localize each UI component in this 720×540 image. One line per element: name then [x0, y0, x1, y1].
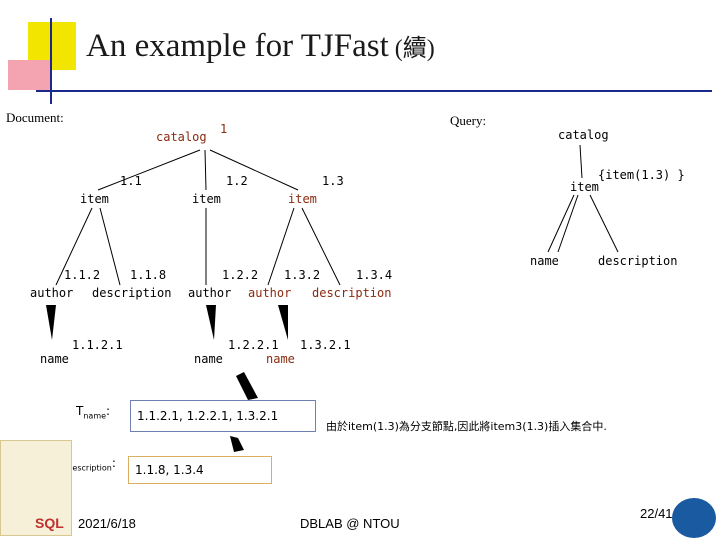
query-node-name: name [530, 254, 559, 268]
arrow-author-name-2 [206, 305, 216, 340]
footer-center: DBLAB @ NTOU [300, 516, 400, 531]
footer-date: 2021/6/18 [78, 516, 136, 531]
lab-logo: SQL [0, 440, 72, 536]
query-edge-item-desc [589, 194, 619, 253]
arrow-tname [236, 372, 258, 400]
query-node-description: description [598, 254, 678, 268]
arrow-author-name-1 [46, 305, 56, 340]
t-name-label: Tname: [76, 404, 111, 421]
node-tag-1-2: item [192, 192, 221, 206]
header-pink-square [8, 60, 50, 90]
node-tag-root: catalog [156, 130, 207, 144]
edge-item11-desc [99, 207, 121, 286]
edge-item13-desc [301, 207, 341, 286]
page-number: 22/41 [640, 506, 673, 521]
query-edge-item-name-a [547, 194, 575, 253]
query-node-catalog: catalog [558, 128, 609, 142]
node-id-root: 1 [220, 122, 228, 136]
explanation-note: 由於item(1.3)為分支節點,因此將item3(1.3)插入集合中. [326, 420, 607, 433]
arrow-tdesc [230, 436, 244, 452]
node-tag-1-1-2: author [30, 286, 74, 300]
t-desc-list: 1.1.8, 1.3.4 [128, 456, 272, 484]
node-tag-1-3-2-1: name [266, 352, 295, 366]
node-id-1-2-2-1: 1.2.2.1 [228, 338, 279, 352]
arrow-author-name-3 [278, 305, 288, 340]
query-label: Query: [450, 113, 487, 128]
node-id-1-2-2: 1.2.2 [222, 268, 259, 282]
edge-catalog-item12 [204, 149, 207, 191]
node-tag-1-1-2-1: name [40, 352, 69, 366]
query-edge-catalog-item [579, 144, 583, 179]
node-tag-1-1-8: description [92, 286, 172, 300]
node-tag-1-3: item [288, 192, 317, 206]
header-horizontal-rule [36, 90, 712, 92]
node-tag-1-2-2-1: name [194, 352, 223, 366]
edge-item13-author [267, 207, 295, 286]
node-id-1-1-2: 1.1.2 [64, 268, 101, 282]
node-id-1-1: 1.1 [120, 174, 142, 188]
t-name-subscript: name [83, 411, 107, 421]
logo-sql-text: SQL [35, 515, 64, 531]
node-id-1-1-8: 1.1.8 [130, 268, 167, 282]
t-name-list: 1.1.2.1, 1.2.2.1, 1.3.2.1 [130, 400, 316, 432]
node-tag-1-3-2: author [248, 286, 292, 300]
slide-title: An example for TJFast(續) [86, 28, 435, 64]
node-id-1-3: 1.3 [322, 174, 344, 188]
query-item-set: {item(1.3) } [598, 168, 685, 182]
query-node-item: item [570, 180, 599, 194]
edge-catalog-item13 [209, 149, 299, 191]
node-id-1-1-2-1: 1.1.2.1 [72, 338, 123, 352]
node-tag-1-1: item [80, 192, 109, 206]
query-edge-item-name-b [557, 194, 579, 253]
node-id-1-3-2-1: 1.3.2.1 [300, 338, 351, 352]
node-id-1-3-2: 1.3.2 [284, 268, 321, 282]
node-tag-1-2-2: author [188, 286, 232, 300]
node-id-1-3-4: 1.3.4 [356, 268, 393, 282]
t-desc-subscript: description [67, 463, 112, 473]
title-suffix: (續) [394, 36, 435, 62]
node-id-1-2: 1.2 [226, 174, 248, 188]
university-logo [672, 498, 716, 538]
node-tag-1-3-4: description [312, 286, 392, 300]
edge-item11-author [55, 207, 93, 286]
header-vertical-rule [50, 18, 52, 104]
edge-catalog-item11 [97, 149, 201, 191]
document-label: Document: [6, 110, 64, 125]
